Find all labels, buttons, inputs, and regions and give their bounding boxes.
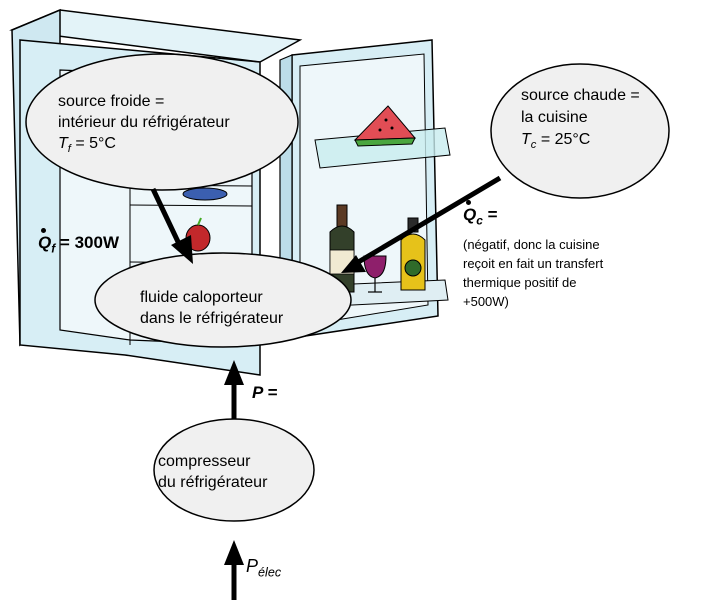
- compresseur-label: compresseur du réfrigérateur: [158, 451, 267, 493]
- pelec-arrow: [224, 540, 244, 600]
- pelec-sub: élec: [258, 565, 282, 580]
- qc-note: (négatif, donc la cuisine reçoit en fait…: [463, 235, 603, 311]
- source-chaude-line1: source chaude =: [521, 87, 640, 104]
- source-froide-ellipse: [25, 53, 299, 191]
- apple-icon: [185, 217, 211, 252]
- watermelon-icon: [353, 105, 417, 147]
- bowl-icon: [182, 187, 228, 201]
- source-froide-label: source froide = intérieur du réfrigérate…: [58, 91, 230, 160]
- qf-value: = 300W: [55, 233, 119, 252]
- juice-bottle-icon: [400, 217, 426, 291]
- qc-note-line2: reçoit en fait un transfert: [463, 256, 604, 271]
- source-chaude-ellipse: [490, 63, 670, 199]
- compresseur-line2: du réfrigérateur: [158, 474, 268, 491]
- wine-glass-icon: [363, 255, 387, 293]
- fluide-line1: fluide caloporteur: [140, 289, 263, 306]
- tf-symbol: T: [58, 135, 68, 152]
- qf-symbol: Q: [38, 228, 52, 252]
- qc-label: Qc =: [463, 200, 498, 228]
- source-froide-temp: Tf = 5°C: [58, 133, 230, 160]
- qf-label: Qf = 300W: [38, 228, 119, 256]
- tc-value: = 25°C: [536, 131, 591, 148]
- fluide-line2: dans le réfrigérateur: [140, 310, 284, 327]
- qc-note-line4: +500W): [463, 294, 509, 309]
- tf-sub: f: [67, 143, 71, 156]
- qc-sub: c: [476, 213, 483, 228]
- tc-symbol: T: [521, 131, 531, 148]
- pelec-symbol: P: [246, 556, 259, 576]
- compresseur-line1: compresseur: [158, 453, 251, 470]
- source-froide-line2: intérieur du réfrigérateur: [58, 114, 230, 131]
- qf-sub: f: [51, 241, 56, 256]
- source-chaude-line2: la cuisine: [521, 109, 588, 126]
- source-froide-line1: source froide =: [58, 93, 165, 110]
- source-chaude-label: source chaude = la cuisine Tc = 25°C: [521, 85, 640, 156]
- tf-value: = 5°C: [70, 135, 116, 152]
- qc-symbol: Q: [463, 200, 477, 224]
- power-value: P =: [252, 383, 278, 402]
- pelec-label: Pélec: [246, 556, 281, 580]
- qc-arrow: [341, 175, 502, 273]
- fridge-shelf: [129, 204, 253, 207]
- fluide-label: fluide caloporteur dans le réfrigérateur: [140, 287, 283, 329]
- qc-note-line3: thermique positif de: [463, 275, 577, 290]
- qc-value: =: [482, 205, 498, 224]
- fluide-ellipse: [94, 252, 352, 348]
- source-chaude-temp: Tc = 25°C: [521, 129, 640, 156]
- power-label: P =: [252, 383, 277, 403]
- power-arrow: [224, 360, 244, 419]
- tc-sub: c: [530, 139, 537, 152]
- qc-note-line1: (négatif, donc la cuisine: [463, 237, 600, 252]
- qf-arrow: [150, 187, 193, 264]
